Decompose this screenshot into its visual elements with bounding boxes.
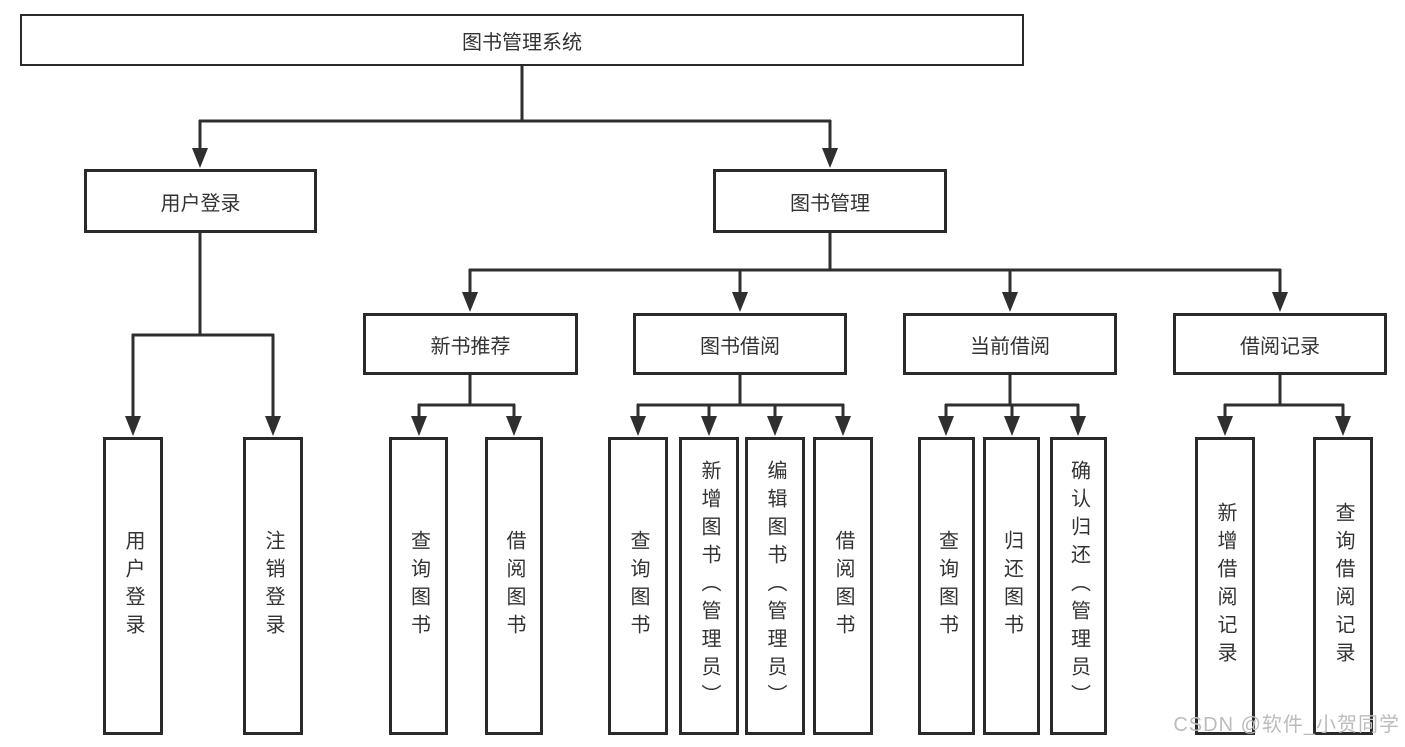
node-book-borrow: 图书借阅 <box>633 313 847 375</box>
edge-root-splitter <box>199 66 831 123</box>
edge-records-splitter <box>1224 374 1344 407</box>
node-current-borrow: 当前借阅 <box>903 313 1117 375</box>
leaf-add-books-admin: 新增图书（管理员） <box>679 437 739 735</box>
arrowheads <box>125 148 1351 436</box>
edge-userlogin-splitter <box>132 232 274 337</box>
node-book-management: 图书管理 <box>713 169 947 233</box>
leaf-query-books-3: 查询图书 <box>918 437 975 735</box>
leaf-user-login: 用户登录 <box>103 437 163 735</box>
node-user-login: 用户登录 <box>84 169 317 233</box>
edge-bookborrow-splitter <box>637 374 844 407</box>
node-new-book-recommend: 新书推荐 <box>363 313 578 375</box>
leaf-user-login-label: 用户登录 <box>122 530 144 642</box>
edge-currentborrow-splitter <box>945 374 1079 407</box>
leaf-query-books-2: 查询图书 <box>608 437 668 735</box>
node-borrow-records: 借阅记录 <box>1173 313 1387 375</box>
leaf-confirm-return-admin: 确认归还（管理员） <box>1050 437 1107 735</box>
leaf-borrow-books-1: 借阅图书 <box>485 437 543 735</box>
leaf-add-borrow-record: 新增借阅记录 <box>1195 437 1255 735</box>
leaf-logout: 注销登录 <box>243 437 303 735</box>
leaf-borrow-books-2: 借阅图书 <box>813 437 873 735</box>
leaf-edit-books-admin: 编辑图书（管理员） <box>745 437 805 735</box>
leaf-query-books-1: 查询图书 <box>389 437 448 735</box>
edge-newbook-splitter <box>418 374 515 407</box>
leaf-return-books: 归还图书 <box>983 437 1040 735</box>
edge-bookmgmt-splitter <box>469 232 1281 272</box>
node-root-system: 图书管理系统 <box>20 14 1024 66</box>
leaf-query-borrow-record: 查询借阅记录 <box>1313 437 1373 735</box>
leaf-logout-label: 注销登录 <box>262 530 284 642</box>
